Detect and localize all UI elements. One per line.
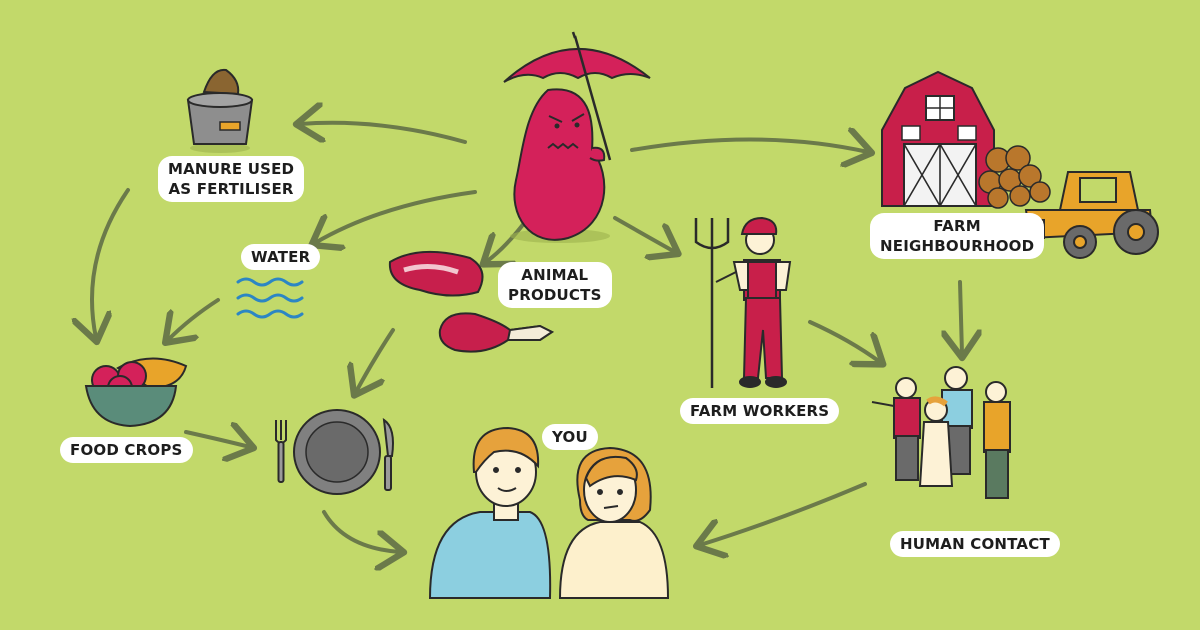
arrow-crops-to-plate: [184, 432, 250, 447]
plate-icon: [293, 409, 381, 495]
barn-icon: [881, 70, 995, 207]
label-manure: MANURE USED AS FERTILISER: [158, 156, 305, 202]
arrow-workers-to-contact: [808, 320, 880, 362]
arrow-contact-to-you: [700, 482, 867, 545]
drumstick-icon: [438, 312, 554, 353]
arrow-meat-to-plate: [356, 328, 395, 392]
bacterium-icon: [510, 88, 610, 243]
fork-icon: [275, 420, 287, 483]
arrow-to-animal-products: [486, 220, 527, 262]
crowd-icon: [871, 366, 1011, 499]
arrow-to-farm: [630, 139, 868, 152]
label-farm-workers: FARM WORKERS: [680, 398, 840, 424]
umbrella-icon: [503, 31, 651, 161]
hay-bales-icon: [978, 145, 1051, 209]
fruit-bowl-icon: [84, 357, 188, 428]
label-you: YOU: [542, 424, 598, 450]
knife-icon: [382, 417, 394, 491]
label-water: WATER: [241, 244, 321, 270]
label-farm-neighbourhood: FARM NEIGHBOURHOOD: [870, 213, 1045, 259]
label-human-contact: HUMAN CONTACT: [890, 531, 1060, 557]
steak-icon: [388, 250, 484, 297]
arrow-manure-to-crops: [92, 188, 130, 338]
pitchfork-icon: [694, 218, 730, 388]
arrow-water-to-crops: [168, 298, 220, 340]
arrow-to-manure: [300, 123, 467, 142]
arrow-to-water: [315, 190, 477, 243]
arrow-farm-to-contact: [960, 280, 962, 354]
label-food-crops: FOOD CROPS: [60, 437, 193, 463]
manure-bucket-icon: [186, 68, 254, 153]
arrow-plate-to-you: [322, 510, 400, 552]
label-animal-products: ANIMAL PRODUCTS: [498, 262, 612, 308]
water-waves-icon: [236, 277, 304, 319]
arrow-to-farm-workers: [613, 216, 675, 252]
people-icon: [428, 426, 670, 599]
farmer-icon: [715, 216, 792, 388]
